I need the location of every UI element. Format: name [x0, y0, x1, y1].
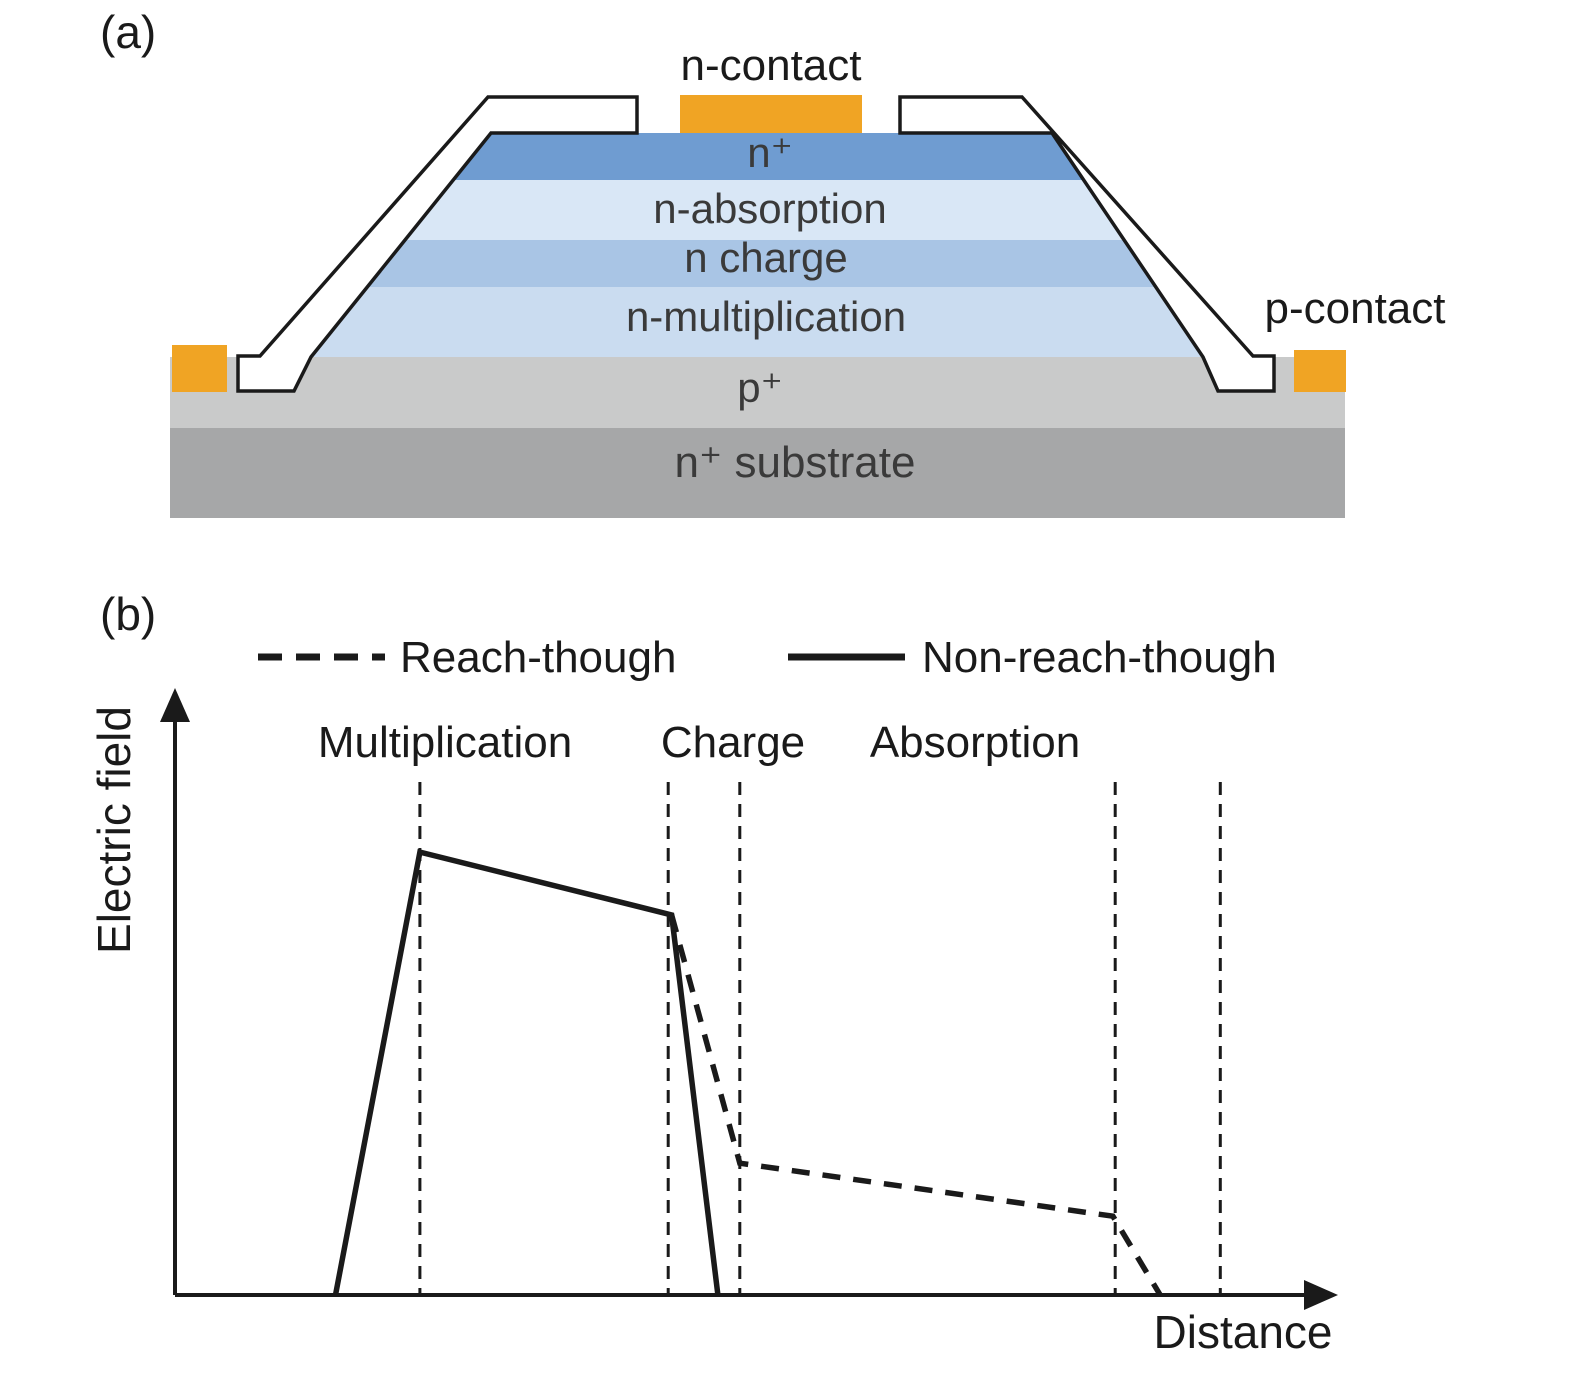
layer-n-multiplication — [310, 287, 1205, 357]
passivation-right — [898, 95, 1276, 393]
layer-n-substrate-label: n⁺ substrate — [675, 438, 916, 487]
n-contact-pad — [680, 95, 862, 133]
left-contact-pad — [172, 345, 227, 392]
layer-n-absorption — [404, 180, 1126, 240]
p-contact-pad — [1294, 350, 1346, 392]
p-contact-label: p-contact — [1265, 284, 1446, 333]
legend-non-reach-through-label: Non-reach-though — [922, 633, 1277, 682]
reach-through-curve — [668, 914, 1163, 1297]
layer-n-plus-label: n⁺ — [747, 129, 793, 176]
layer-n-charge-label: n charge — [684, 234, 847, 281]
layer-n-substrate — [170, 428, 1345, 518]
x-axis-arrow-icon — [1304, 1280, 1338, 1310]
device-cross-section: (a) n-contact n⁺ n-absorption n charge n… — [100, 6, 1445, 518]
n-contact-label: n-contact — [681, 41, 862, 90]
passivation-left — [236, 95, 639, 393]
region-label-charge: Charge — [661, 718, 805, 767]
y-axis-arrow-icon — [160, 688, 190, 722]
layer-p-plus-label: p⁺ — [737, 364, 783, 411]
region-label-multiplication: Multiplication — [318, 718, 572, 767]
x-axis-label: Distance — [1154, 1306, 1333, 1358]
layer-n-charge — [366, 240, 1158, 287]
layer-n-absorption-label: n-absorption — [653, 185, 886, 232]
y-axis-label: Electric field — [88, 706, 140, 954]
layer-n-plus — [452, 133, 1085, 180]
legend-reach-through-label: Reach-though — [400, 633, 676, 682]
panel-b-label: (b) — [100, 588, 156, 640]
panel-a-label: (a) — [100, 6, 156, 58]
electric-field-plot: (b) Reach-though Non-reach-though Multip… — [88, 588, 1338, 1358]
layer-n-multiplication-label: n-multiplication — [626, 293, 906, 340]
region-label-absorption: Absorption — [870, 718, 1080, 767]
legend: Reach-though Non-reach-though — [258, 633, 1277, 682]
non-reach-through-curve — [332, 848, 721, 1296]
layer-p-plus — [170, 357, 1345, 428]
